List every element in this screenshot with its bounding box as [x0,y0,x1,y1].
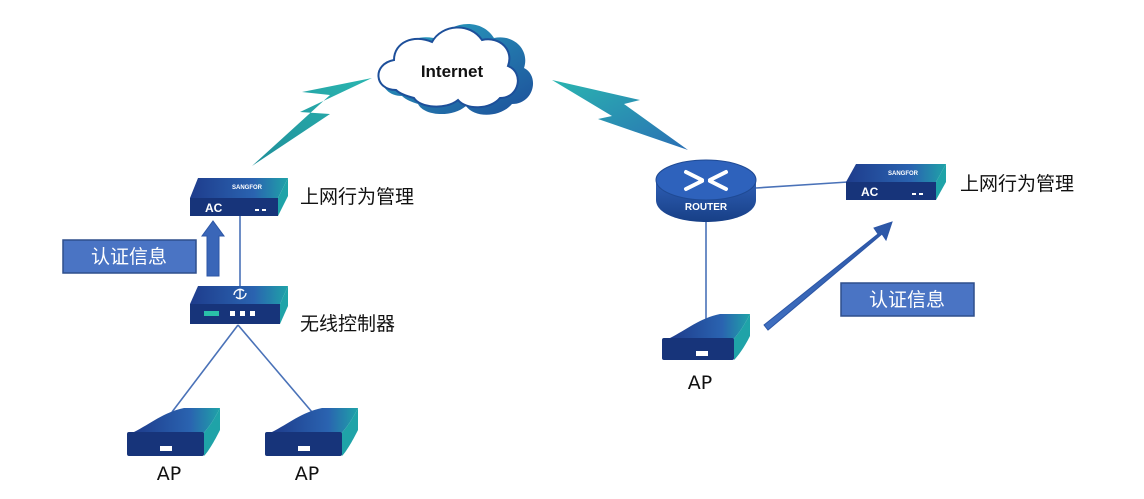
left-ap-2-label: AP [295,463,319,485]
wireless-controller-device [190,286,288,324]
left-ac-caption: 上网行为管理 [300,186,414,208]
left-ap-1-label: AP [157,463,181,485]
right-auth-label: 认证信息 [869,289,945,311]
right-ac-caption: 上网行为管理 [960,173,1074,195]
wan-link-right-lightning [552,80,688,150]
right-ap [662,314,750,360]
link-controller-ap1 [171,324,239,413]
right-ac-badge: AC [861,185,879,199]
right-auth-box: 认证信息 [840,282,975,317]
connection-lines [171,181,849,413]
router-arrows-icon [684,170,728,191]
link-controller-ap2 [237,324,313,413]
router-device: ROUTER [655,159,757,222]
internet-cloud: Internet [377,23,534,115]
left-ac-badge: AC [205,201,223,215]
controller-logo-icon [233,288,247,300]
left-auth-arrow [201,220,225,277]
left-ac-device: AC SANGFOR [190,178,288,216]
right-ac-device: AC SANGFOR [846,164,946,200]
link-router-ac [755,181,849,189]
left-auth-box: 认证信息 [62,239,197,274]
right-ap-label: AP [688,372,712,394]
internet-label: Internet [421,62,484,81]
left-ap-2 [265,408,358,456]
left-ap-1 [127,408,220,456]
right-ac-brand: SANGFOR [888,171,919,177]
right-auth-arrow [763,221,893,331]
left-auth-label: 认证信息 [91,246,167,268]
router-label: ROUTER [685,202,728,213]
controller-caption: 无线控制器 [300,313,395,335]
left-ac-brand: SANGFOR [232,185,263,191]
wan-link-left-lightning [252,78,372,166]
